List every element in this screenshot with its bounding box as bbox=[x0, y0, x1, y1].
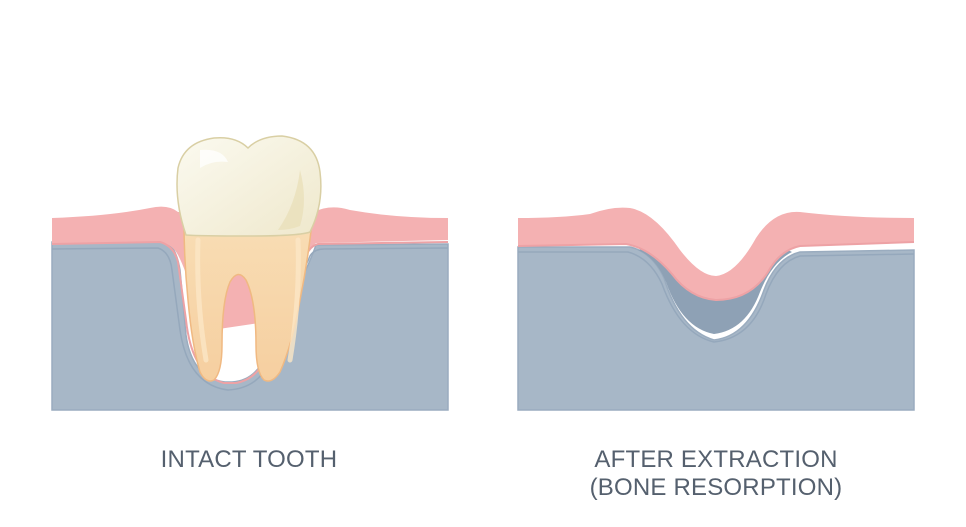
caption-after-extraction: AFTER EXTRACTION (BONE RESORPTION) bbox=[517, 446, 915, 502]
bone-right-edge bbox=[518, 251, 915, 343]
gum-right bbox=[518, 207, 914, 300]
root-highlight bbox=[195, 237, 301, 363]
caption-after-extraction-line2: (BONE RESORPTION) bbox=[589, 474, 843, 501]
caption-intact-tooth-text: INTACT TOOTH bbox=[160, 446, 338, 473]
bone-left-edge bbox=[51, 247, 449, 391]
crown-shadow bbox=[278, 170, 304, 230]
bone-right bbox=[517, 246, 915, 411]
caption-after-extraction-line1: AFTER EXTRACTION bbox=[594, 446, 838, 473]
tooth-root bbox=[183, 221, 313, 382]
crown-shine bbox=[200, 149, 228, 168]
gum-right-edge bbox=[517, 241, 915, 302]
intact-tooth-illustration bbox=[51, 135, 449, 411]
after-extraction-illustration bbox=[517, 207, 915, 411]
caption-intact-tooth: INTACT TOOTH bbox=[50, 446, 448, 474]
